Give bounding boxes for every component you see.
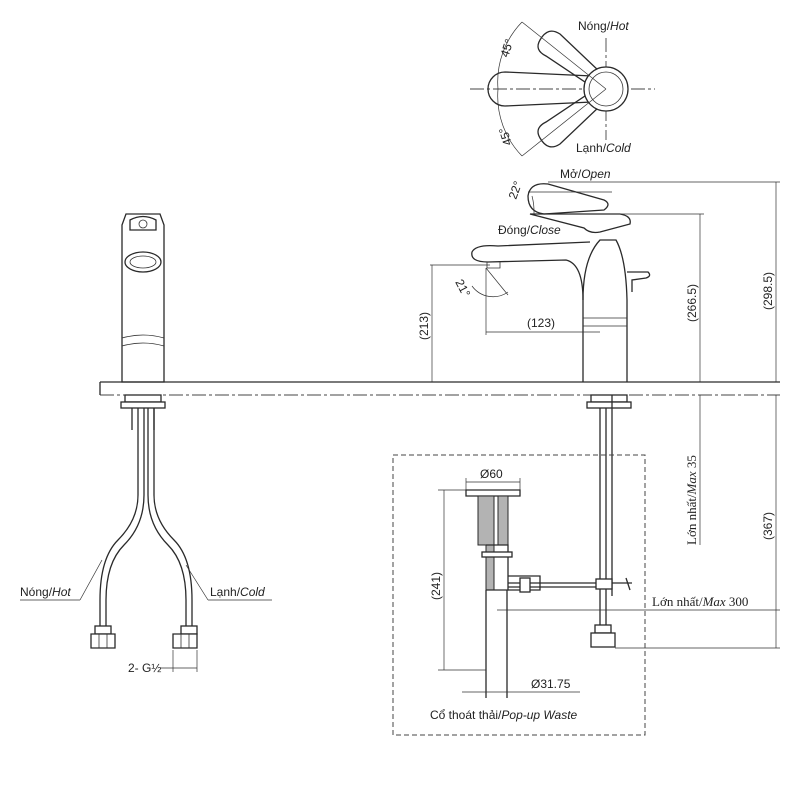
close-label: Đóng/Close — [498, 223, 561, 237]
waste-detail-box — [392, 454, 646, 736]
countertop — [99, 381, 780, 396]
waste-flange — [465, 489, 521, 497]
front-mount-washer — [120, 401, 166, 409]
front-view: 2- G½ Nóng/Hot Lạnh/Cold — [20, 213, 272, 675]
front-body — [121, 213, 165, 383]
cold-hose-inner — [147, 408, 187, 626]
dim-367-label: (367) — [761, 512, 775, 540]
angle-45-bottom-label: 45° — [496, 126, 515, 148]
dim-241-label: (241) — [429, 572, 443, 600]
front-body-seam-2 — [121, 342, 165, 347]
dia-31-75-label: Ø31.75 — [531, 677, 571, 691]
side-mount-washer — [586, 401, 632, 409]
hot-label-top: Nóng/Hot — [578, 19, 629, 33]
top-view: 45° 45° Nóng/Hot Lạnh/Cold — [470, 19, 655, 157]
lever-open — [527, 183, 609, 215]
pull-rod-knob — [627, 271, 651, 292]
handle-hub-inner — [588, 71, 624, 107]
front-handle-screw — [138, 219, 148, 229]
waste-stem — [486, 544, 509, 591]
cold-hose-outer — [153, 408, 193, 626]
max300-label: Lớn nhất/Max 300 — [652, 594, 748, 609]
front-mount-nut — [124, 394, 162, 403]
side-view: 22° Mở/Open Đóng/Close 21° — [452, 167, 651, 648]
front-handle-knob-inner — [129, 255, 157, 269]
dia-60-label: Ø60 — [480, 467, 503, 481]
cold-leader — [185, 564, 209, 601]
side-fitting-ferrule — [594, 624, 612, 634]
waste-body-left-section — [477, 495, 495, 591]
side-body — [582, 239, 628, 382]
popup-waste-detail: Ø60 (241) Ø31.75 Cổ thoát thải/Pop-up Wa… — [392, 454, 646, 736]
cold-label-top: Lạnh/Cold — [576, 141, 631, 155]
side-fitting-nut — [590, 632, 616, 648]
arc-ray-top — [521, 21, 607, 90]
side-mount-nut — [590, 394, 628, 403]
dim-123-label: (123) — [527, 316, 555, 330]
angle-45-top-label: 45° — [498, 37, 517, 59]
angle-21-label: 21° — [452, 277, 473, 300]
clevis-tick — [625, 577, 631, 591]
pipe-thread-label: 2- G½ — [128, 661, 161, 675]
angle-22-arc — [531, 195, 535, 215]
handle-center-position — [487, 71, 593, 107]
max35-label: Lớn nhất/Max 35 — [684, 455, 699, 545]
arc-ray-bottom — [521, 88, 607, 157]
front-handle-knob — [124, 251, 162, 273]
lever-closed — [529, 213, 631, 234]
dimensions: (213) (123) (266.5) (298.5) Lớn nhất/Max… — [417, 181, 780, 649]
hot-fitting-nut — [90, 633, 116, 649]
hot-leader — [79, 559, 103, 601]
waste-lock-nut — [481, 551, 513, 558]
angle-21-ray — [485, 267, 509, 296]
cold-fitting-nut — [172, 633, 198, 649]
clevis-clip — [595, 578, 613, 590]
arc-45-top — [497, 21, 523, 90]
hot-fitting-ferrule — [94, 625, 112, 635]
dim-298-5-label: (298.5) — [761, 272, 775, 310]
dim-266-5-label: (266.5) — [685, 284, 699, 322]
cold-fitting-ferrule — [180, 625, 198, 635]
hot-hose-outer — [99, 408, 139, 626]
angle-22-label: 22° — [506, 179, 525, 201]
hot-label-left: Nóng/Hot — [20, 585, 71, 599]
waste-body-right-section — [497, 495, 509, 546]
front-body-seam — [121, 334, 165, 339]
popup-waste-label: Cổ thoát thải/Pop-up Waste — [430, 708, 578, 722]
hot-hose-inner — [105, 408, 145, 626]
pivot-nut — [519, 577, 531, 593]
open-label: Mở/Open — [560, 167, 611, 181]
arc-45-bottom — [497, 88, 523, 157]
side-spout — [471, 241, 591, 301]
cold-label-left: Lạnh/Cold — [210, 585, 265, 599]
front-handle-top — [129, 215, 157, 231]
dim-213-label: (213) — [417, 312, 431, 340]
angle-21-arc — [471, 285, 509, 298]
